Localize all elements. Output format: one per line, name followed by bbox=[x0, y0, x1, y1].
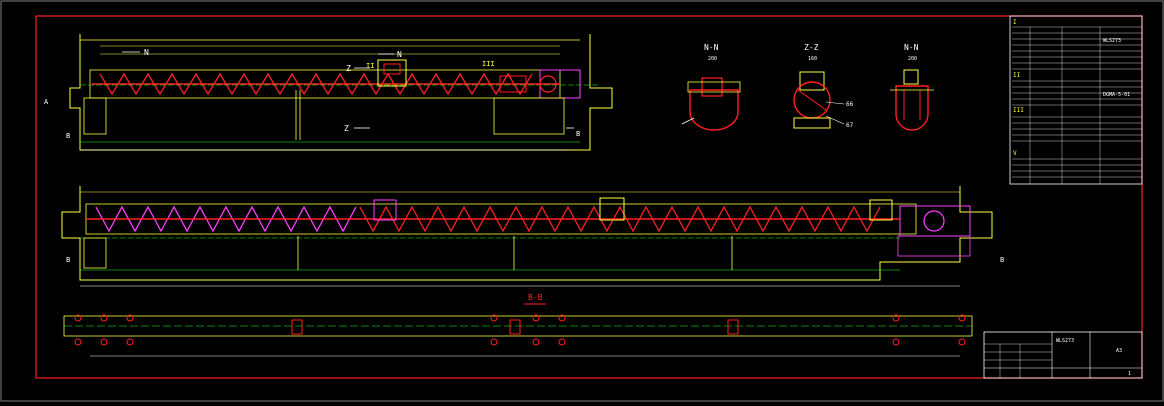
middle-view-assembly: B B bbox=[61, 186, 1004, 287]
label-ii: II bbox=[366, 62, 374, 70]
support-left-middle bbox=[83, 237, 107, 269]
inlet-housing-top bbox=[377, 59, 407, 87]
screw-flight-top bbox=[99, 72, 533, 96]
title-block-code: WLS273 bbox=[1056, 338, 1074, 344]
section-zz: Z-Z 160 66 67 bbox=[793, 43, 854, 129]
nn-right-top bbox=[903, 69, 919, 85]
spec-section-i: I bbox=[1013, 19, 1017, 26]
nn-left-inlet bbox=[701, 77, 723, 97]
bb-plan-view: B-B bbox=[63, 293, 973, 357]
section-scale-nn-left: 200 bbox=[708, 56, 717, 62]
top-view-assembly: N N Z Z B A II III B bbox=[44, 34, 613, 151]
screw-flight-middle bbox=[359, 205, 881, 233]
nn-right-trough bbox=[895, 85, 929, 131]
label-b-middle-right: B bbox=[1000, 256, 1004, 264]
zz-top-block bbox=[799, 71, 825, 91]
middle-view-frame bbox=[61, 186, 993, 281]
support-left-top bbox=[83, 97, 107, 135]
section-scale-zz: 160 bbox=[808, 56, 817, 62]
bb-support-2 bbox=[509, 319, 521, 335]
inlet-1-middle bbox=[373, 199, 397, 221]
zz-leader-1 bbox=[825, 101, 845, 105]
label-n-top: N bbox=[144, 48, 149, 57]
anchor-bolt bbox=[958, 314, 966, 322]
drawing-border bbox=[35, 15, 1143, 379]
spec-table: I II III V WLS273 DGMA-5-01 bbox=[1009, 15, 1143, 185]
spec-section-v: V bbox=[1013, 150, 1017, 157]
spec-code-1: WLS273 bbox=[1103, 38, 1121, 44]
anchor-bolt bbox=[892, 314, 900, 322]
nn-left-leader bbox=[681, 117, 695, 125]
anchor-bolt bbox=[532, 314, 540, 322]
zz-dim-2: 67 bbox=[846, 122, 854, 129]
section-label-zz: Z-Z bbox=[804, 43, 819, 52]
title-block-frame bbox=[983, 331, 1143, 379]
anchor-bolt bbox=[74, 314, 82, 322]
anchor-bolt bbox=[532, 338, 540, 346]
title-block-sheet: 1 bbox=[1128, 371, 1131, 377]
label-a-top: A bbox=[44, 98, 49, 106]
label-iii: III bbox=[482, 60, 495, 68]
anchor-bolt bbox=[892, 338, 900, 346]
section-nn-left: N-N 200 bbox=[681, 43, 741, 131]
anchor-bolt bbox=[490, 338, 498, 346]
inlet-3-middle bbox=[869, 199, 893, 221]
section-scale-nn-right: 200 bbox=[908, 56, 917, 62]
zz-dim-1: 66 bbox=[846, 101, 854, 108]
anchor-bolt bbox=[490, 314, 498, 322]
coupling-top bbox=[499, 75, 527, 93]
spec-section-ii: II bbox=[1013, 72, 1021, 79]
title-block: WLS273 A3 1 bbox=[983, 331, 1143, 379]
spec-code-2: DGMA-5-01 bbox=[1103, 92, 1130, 98]
drive-base-middle bbox=[897, 235, 971, 257]
top-view-frame bbox=[69, 34, 613, 151]
anchor-bolt bbox=[100, 338, 108, 346]
title-block-a3: A3 bbox=[1116, 348, 1122, 354]
section-label-bb: B-B bbox=[528, 293, 543, 302]
bb-support-1 bbox=[291, 319, 303, 335]
section-label-nn-left: N-N bbox=[704, 43, 719, 52]
anchor-bolt bbox=[958, 338, 966, 346]
support-right-top bbox=[493, 97, 565, 135]
label-b-middle-left: B bbox=[66, 256, 70, 264]
anchor-bolts bbox=[74, 314, 966, 346]
label-b-right: B bbox=[576, 130, 580, 138]
nn-left-trough bbox=[689, 89, 739, 131]
label-b-top: B bbox=[66, 132, 70, 140]
nn-left-flange bbox=[687, 81, 741, 93]
anchor-bolt bbox=[558, 314, 566, 322]
spec-table-rows bbox=[1012, 26, 1142, 184]
anchor-bolt bbox=[126, 338, 134, 346]
anchor-bolt bbox=[126, 314, 134, 322]
screw-flight-middle-magenta bbox=[95, 205, 357, 233]
drive-gear-middle bbox=[923, 210, 945, 232]
label-n-mid: N bbox=[397, 50, 402, 59]
section-label-nn-right: N-N bbox=[904, 43, 919, 52]
zz-diag bbox=[797, 89, 827, 111]
zz-base bbox=[793, 117, 831, 129]
inlet-2-middle bbox=[599, 197, 625, 221]
anchor-bolt bbox=[558, 338, 566, 346]
label-z-bottom: Z bbox=[344, 124, 349, 133]
drive-sprocket-top bbox=[539, 75, 557, 93]
inlet-flange-top bbox=[383, 63, 401, 75]
spec-table-frame bbox=[1009, 15, 1143, 185]
bb-support-3 bbox=[727, 319, 739, 335]
anchor-bolt bbox=[74, 338, 82, 346]
section-nn-right: N-N 200 bbox=[890, 43, 934, 131]
zz-leader-2 bbox=[825, 115, 845, 125]
spec-section-iii: III bbox=[1013, 107, 1024, 114]
label-z-left: Z bbox=[346, 64, 351, 73]
anchor-bolt bbox=[100, 314, 108, 322]
